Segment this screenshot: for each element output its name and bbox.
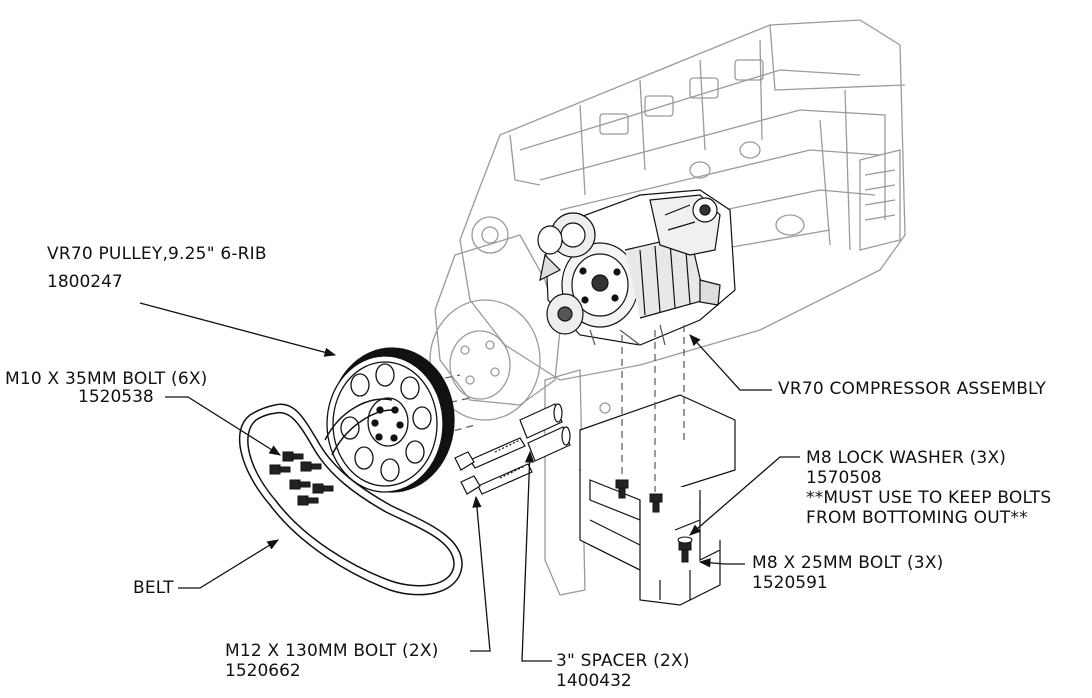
lock-washer-note-line1: **MUST USE TO KEEP BOLTS bbox=[806, 488, 1052, 508]
leader-m10-bolt bbox=[165, 396, 281, 456]
leader-belt bbox=[178, 539, 279, 589]
lock-washer-label: M8 LOCK WASHER (3X) bbox=[806, 448, 1007, 468]
pulley-part-number: 1800247 bbox=[47, 272, 123, 292]
lock-washer-part-number: 1570508 bbox=[806, 468, 882, 488]
leader-m8-bolt bbox=[698, 558, 745, 568]
m10-bolts bbox=[269, 451, 334, 506]
leader-compressor bbox=[689, 334, 772, 391]
lock-washer-note-line2: FROM BOTTOMING OUT** bbox=[806, 508, 1028, 528]
m8-bolts bbox=[615, 479, 693, 563]
belt-label: BELT bbox=[133, 578, 174, 598]
pulley-label: VR70 PULLEY,9.25" 6-RIB bbox=[47, 244, 267, 264]
vr70-pulley bbox=[326, 347, 455, 493]
compressor-assembly bbox=[537, 189, 736, 346]
leader-lines bbox=[139, 302, 800, 662]
leader-lock-washer bbox=[689, 456, 800, 536]
compressor-bracket bbox=[579, 394, 736, 606]
leader-pulley bbox=[139, 302, 337, 357]
m10-bolt-label: M10 X 35MM BOLT (6X) bbox=[5, 369, 208, 389]
spacer-label: 3" SPACER (2X) bbox=[556, 651, 690, 671]
compressor-label: VR70 COMPRESSOR ASSEMBLY bbox=[778, 379, 1047, 399]
spacer-part-number: 1400432 bbox=[556, 671, 632, 691]
m12-bolt-part-number: 1520662 bbox=[225, 661, 301, 681]
leader-m12-bolt bbox=[470, 495, 491, 652]
m12-bolts-and-spacers bbox=[454, 403, 571, 495]
m12-bolt-label: M12 X 130MM BOLT (2X) bbox=[225, 641, 439, 661]
m8-bolt-label: M8 X 25MM BOLT (3X) bbox=[752, 553, 944, 573]
m10-bolt-part-number: 1520538 bbox=[78, 387, 154, 407]
belt bbox=[238, 398, 463, 596]
m8-bolt-part-number: 1520591 bbox=[752, 573, 828, 593]
leader-spacer bbox=[521, 450, 552, 662]
